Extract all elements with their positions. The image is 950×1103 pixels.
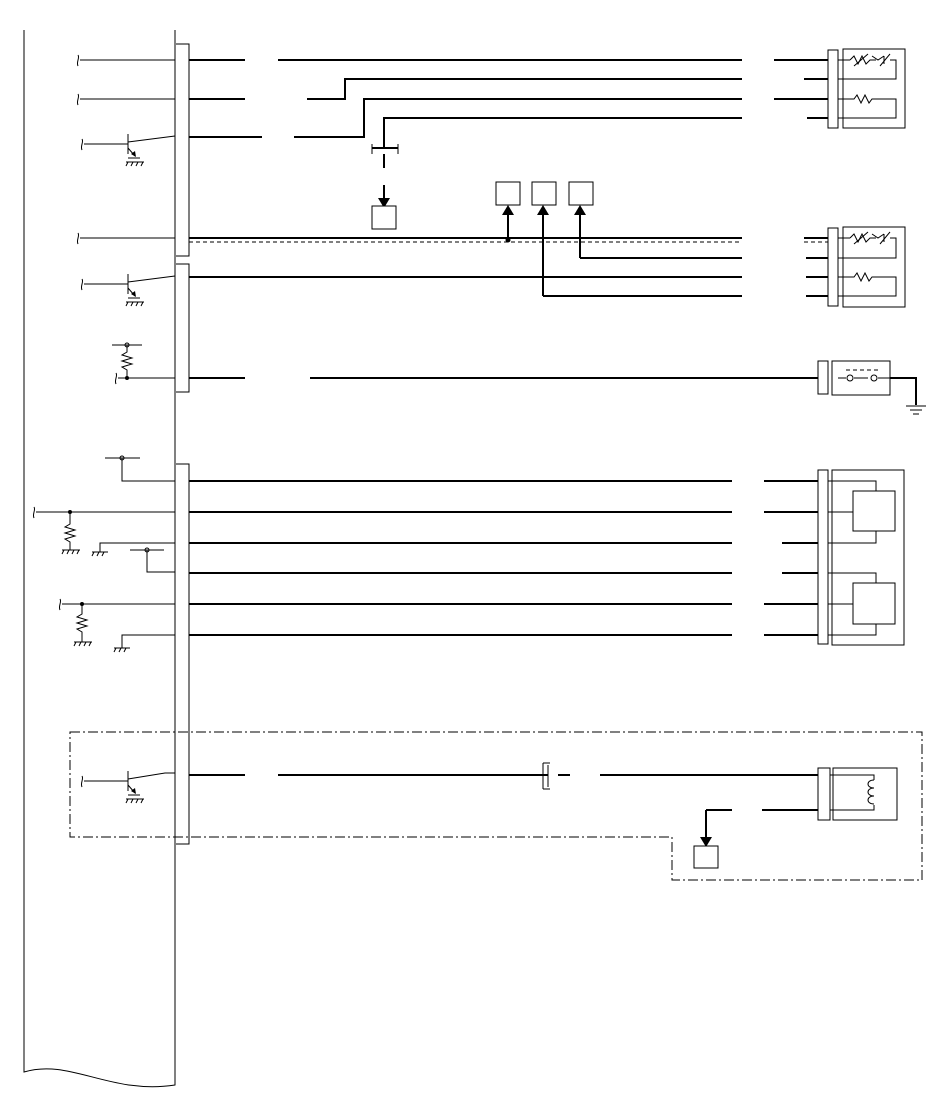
ground-point-box — [531, 181, 557, 206]
variable-resistor-sensor-icon — [849, 231, 897, 259]
ground-point-box — [495, 181, 521, 206]
control-unit-outline — [23, 30, 176, 1088]
sensor-group-upper-wires — [189, 59, 828, 208]
dual-module-wires — [189, 480, 818, 636]
transistor-icon — [80, 274, 176, 307]
resistor-sensor-icon — [850, 93, 897, 119]
resistor-sensor-icon — [850, 271, 897, 297]
ground-icon — [890, 377, 926, 415]
coil-circuit-wires — [189, 762, 818, 847]
ground-point-box — [371, 205, 397, 230]
internal-circuits — [32, 54, 176, 804]
coil-connector — [817, 767, 898, 821]
module-a-box — [852, 490, 896, 532]
switch-icon — [838, 369, 890, 382]
sensor-connector-upper — [827, 48, 906, 129]
optional-zone-outline — [69, 731, 923, 881]
variable-resistor-sensor-icon — [849, 53, 897, 80]
ground-point-box — [693, 845, 719, 869]
ground-point-box — [568, 181, 594, 206]
sensor-group-middle-wires — [189, 205, 828, 297]
sensor-connector-middle — [827, 226, 906, 308]
coil-icon — [867, 779, 875, 805]
transistor-icon — [80, 134, 176, 167]
module-b-box — [852, 582, 896, 625]
switch-circuit-wires — [189, 360, 891, 396]
module-connector — [817, 469, 905, 646]
pullup-resistor-icon — [112, 342, 175, 385]
ecu-connector-brackets — [176, 43, 190, 845]
transistor-icon — [80, 771, 175, 804]
